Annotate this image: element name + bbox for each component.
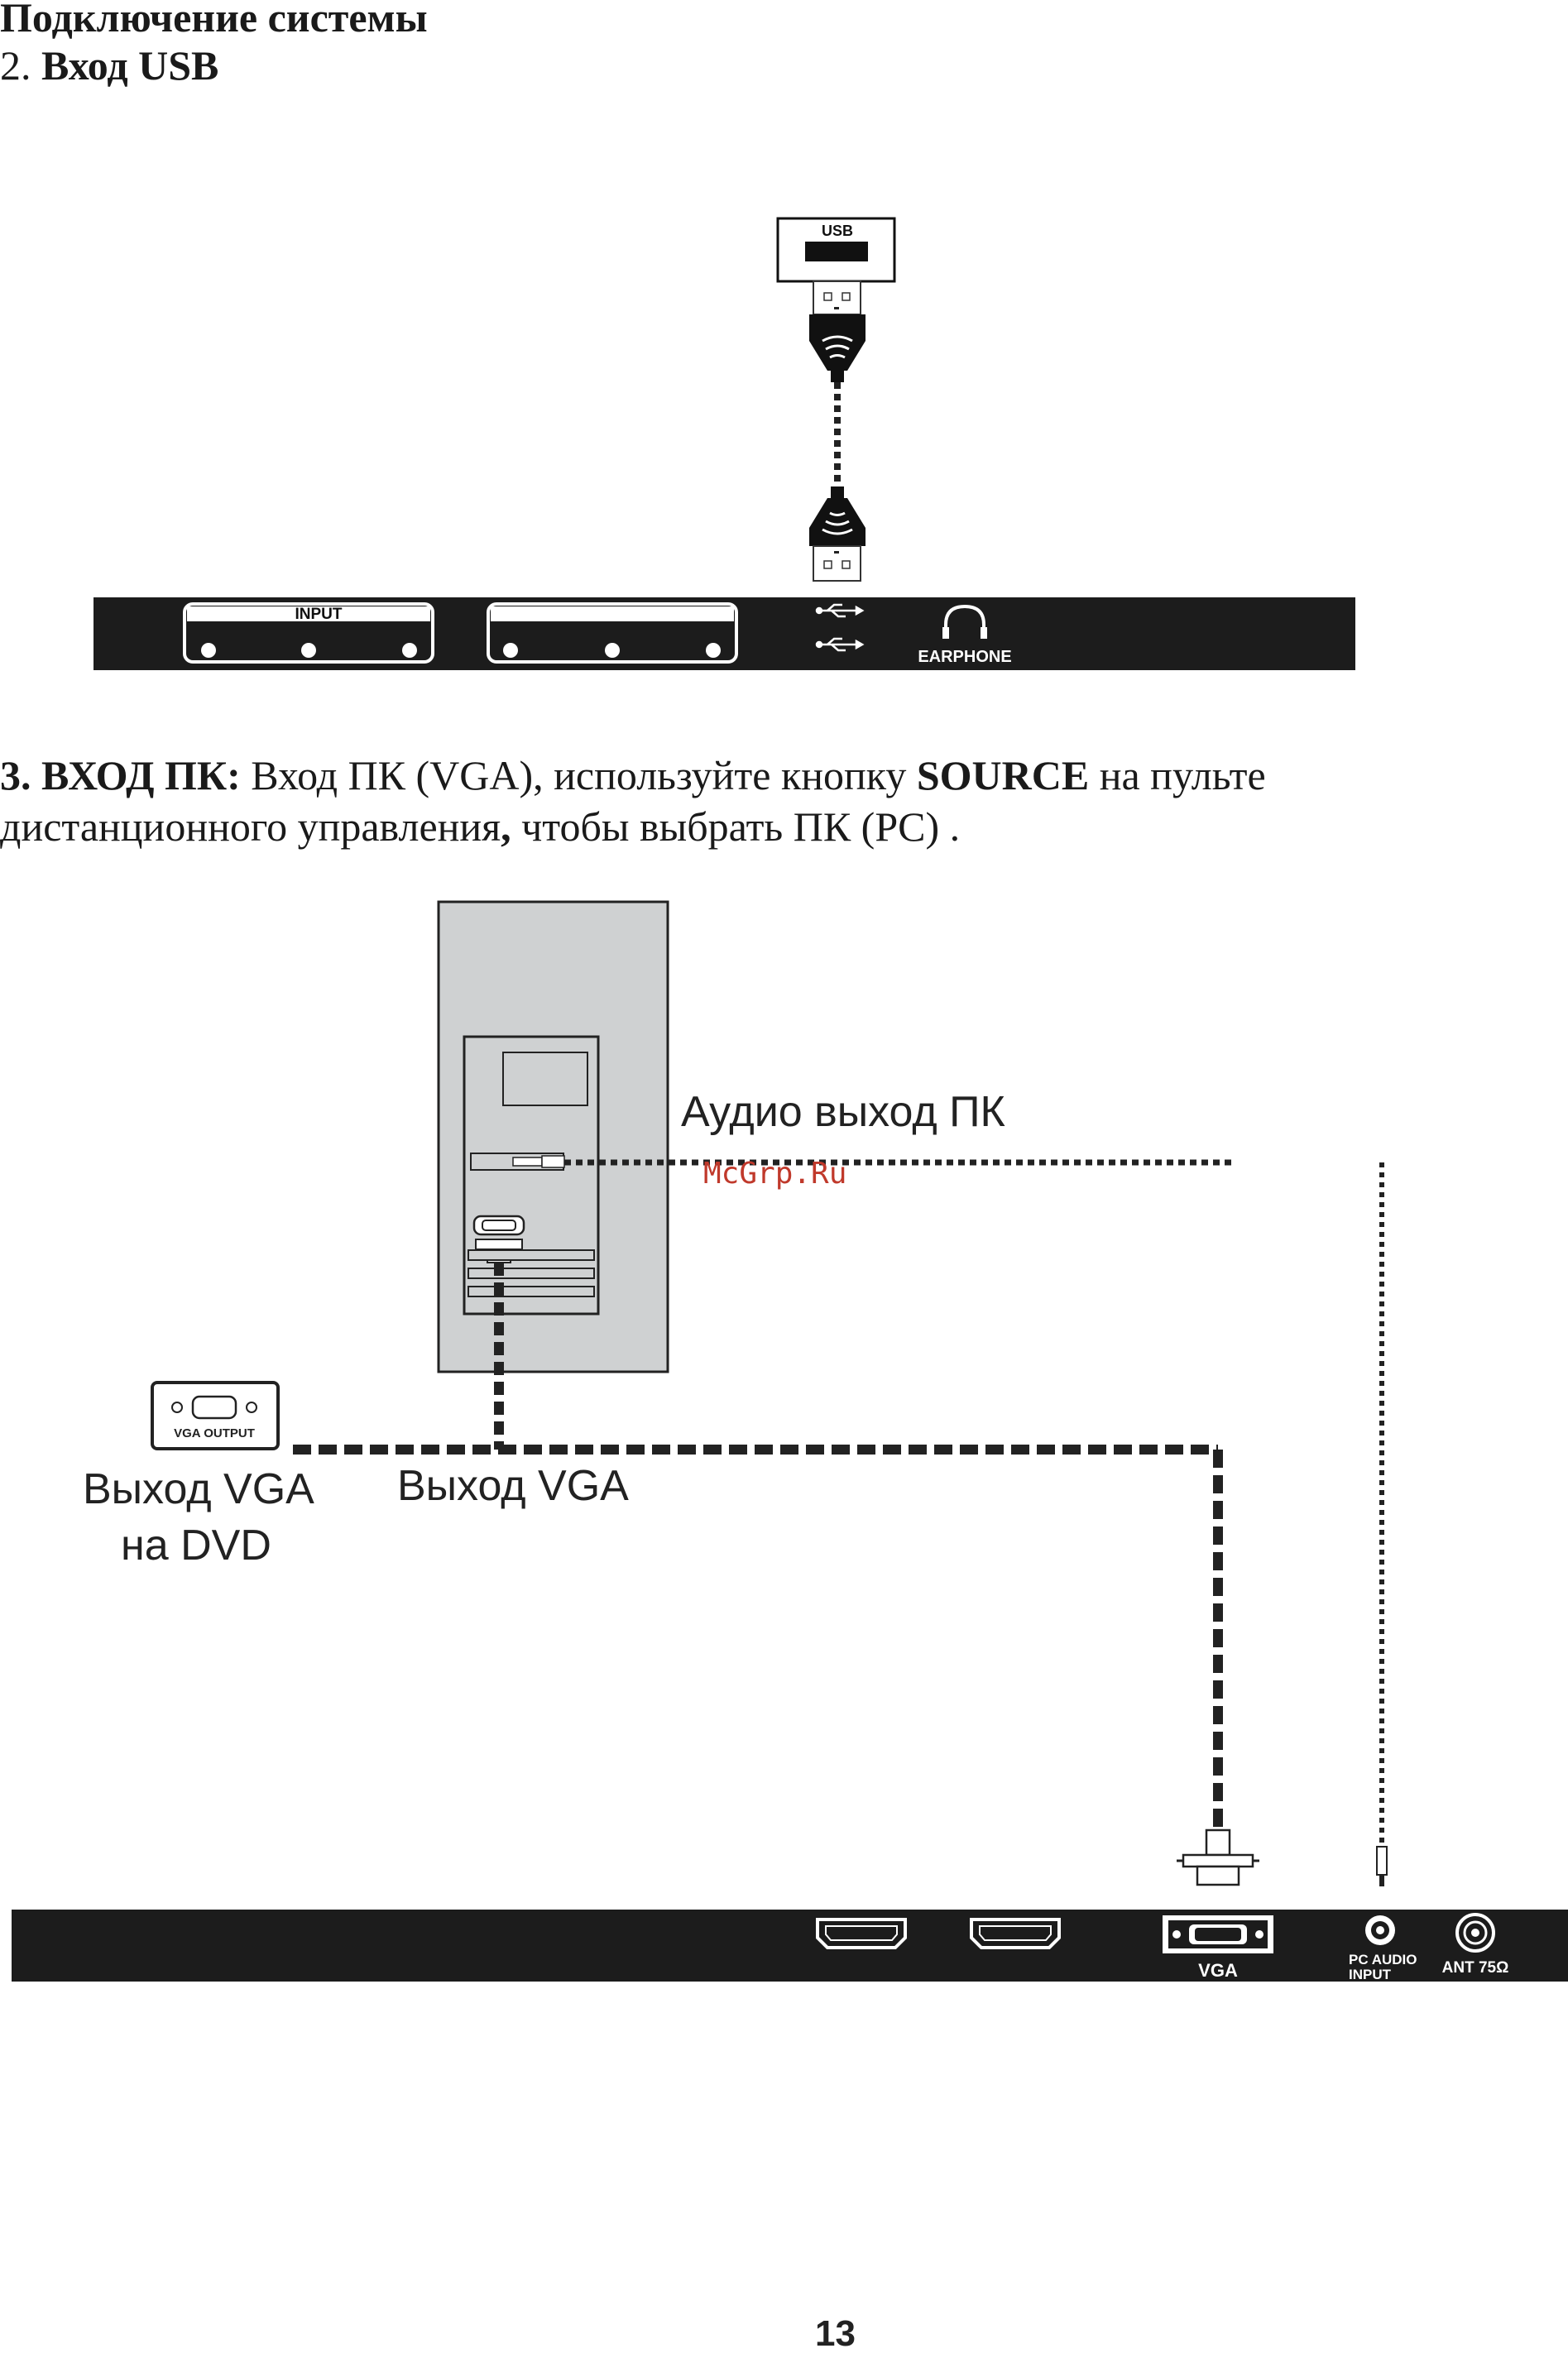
audio-plug bbox=[1377, 1847, 1387, 1886]
tv-vga-label: VGA bbox=[1198, 1960, 1238, 1981]
usb-plug-bottom bbox=[809, 486, 866, 581]
audio-out-pc-label: Аудио выход ПК bbox=[681, 1087, 1005, 1137]
pc-audio-input-label-line1: PC AUDIO bbox=[1349, 1952, 1417, 1967]
vga-output-port-label: VGA OUTPUT bbox=[174, 1426, 255, 1440]
page-number: 13 bbox=[815, 2313, 856, 2355]
vga-out-pc-label: Выход VGA bbox=[397, 1461, 629, 1511]
tv-vga-port bbox=[1163, 1916, 1273, 1953]
vga-out-dvd-label-line1: Выход VGA bbox=[83, 1464, 314, 1514]
vga-out-dvd-label-line2: на DVD bbox=[121, 1521, 271, 1570]
dvd-vga-output-port: VGA OUTPUT bbox=[152, 1383, 278, 1449]
pc-audio-input-label-line2: INPUT bbox=[1349, 1967, 1392, 1982]
usb-plug-top bbox=[809, 281, 866, 382]
vga-plug bbox=[1177, 1830, 1259, 1885]
source-button-name: SOURCE bbox=[917, 752, 1089, 798]
tv-bottom-panel bbox=[12, 1910, 1568, 1982]
pc-section-lead: 3. ВХОД ПК: bbox=[0, 752, 241, 798]
input-label: INPUT bbox=[295, 606, 343, 623]
usb-diagram: USB bbox=[94, 218, 1355, 670]
pc-input-instructions: 3. ВХОД ПК: Вход ПК (VGA), используйте к… bbox=[0, 750, 1489, 852]
pc-section-comma: , bbox=[501, 803, 511, 850]
pc-audio-input-jack bbox=[1365, 1915, 1395, 1945]
usb-port-slot bbox=[805, 242, 868, 261]
usb-port-label: USB bbox=[822, 223, 853, 239]
vga-diagram: VGA OUTPUT VGA PC AUDIO IN bbox=[12, 902, 1568, 1982]
earphone-label: EARPHONE bbox=[918, 648, 1011, 666]
pc-section-text-1: Вход ПК (VGA), используйте кнопку bbox=[241, 752, 917, 798]
pc-section-text-3: чтобы выбрать ПК (PC) . bbox=[511, 803, 960, 850]
watermark-text: McGrp.Ru bbox=[703, 1157, 846, 1191]
antenna-label: ANT 75Ω bbox=[1442, 1959, 1509, 1977]
